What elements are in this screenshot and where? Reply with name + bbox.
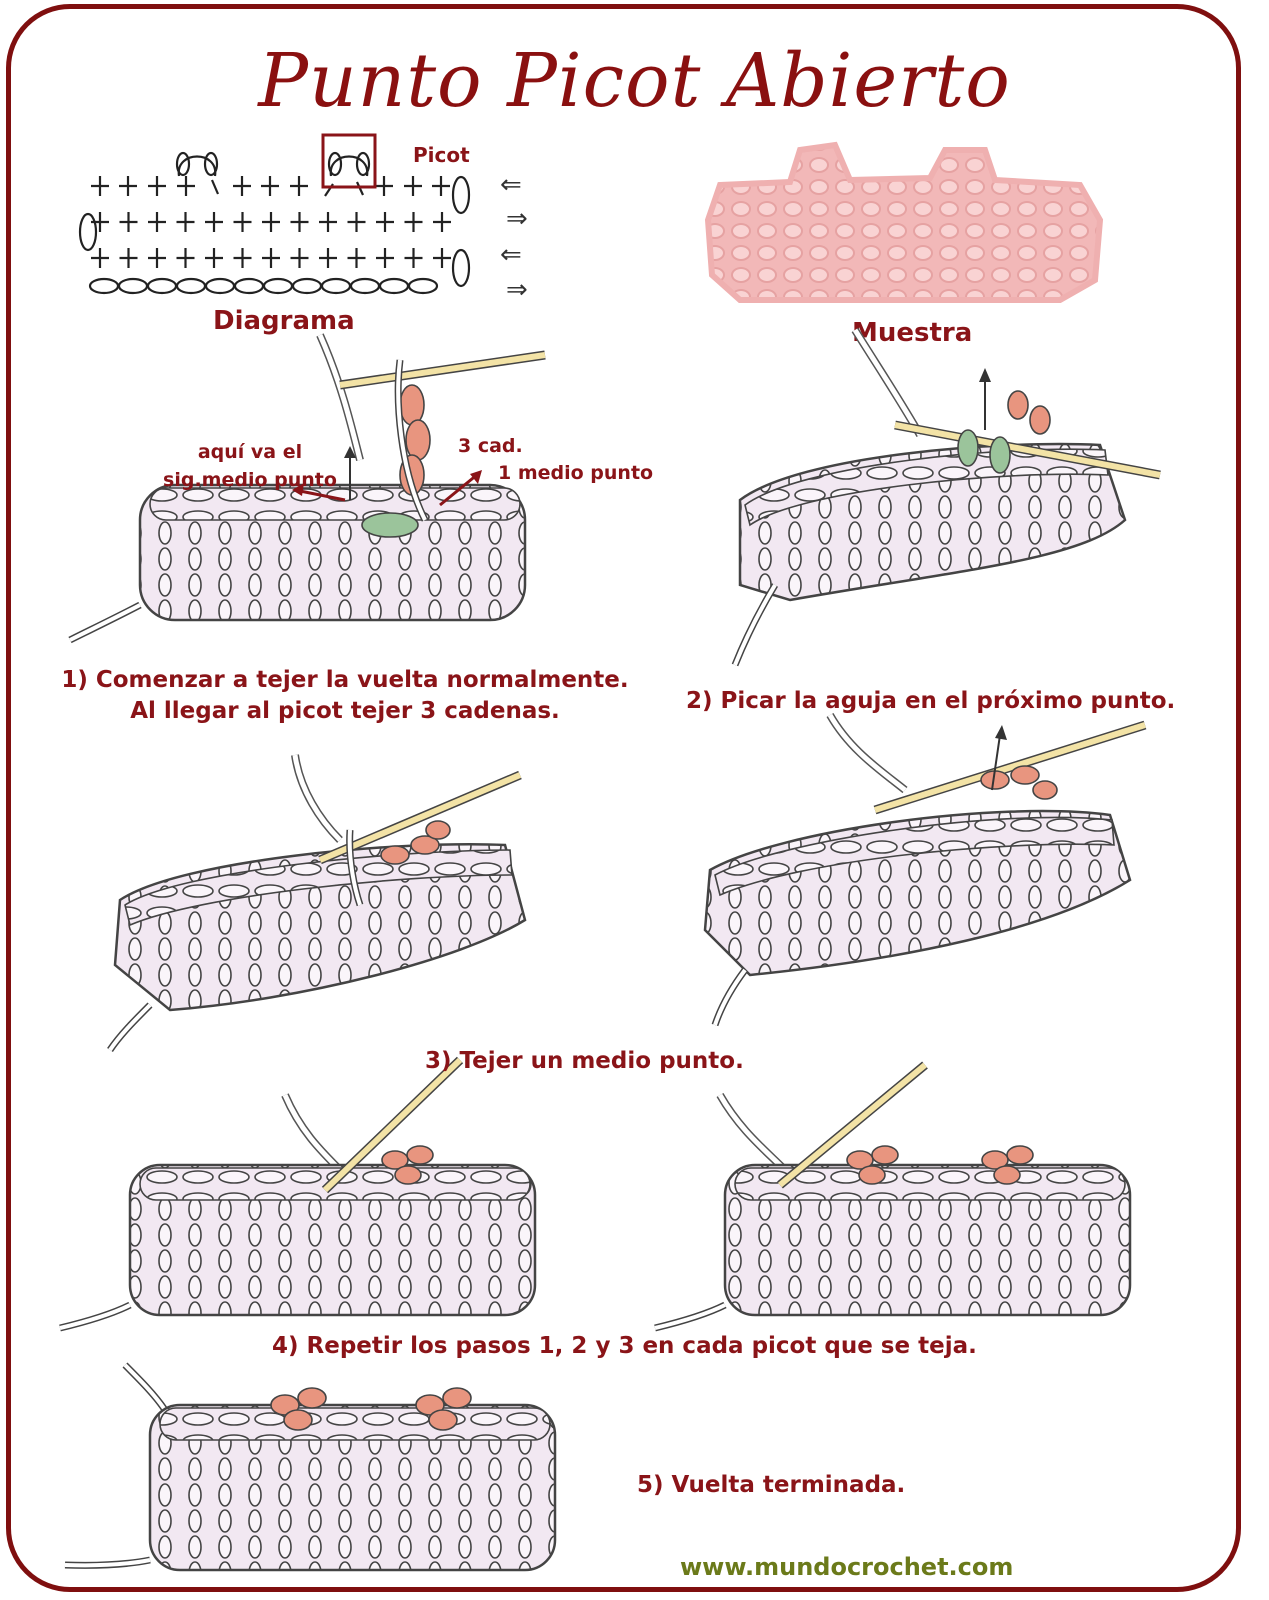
step-1-caption: 1) Comenzar a tejer la vuelta normalment… — [30, 665, 660, 727]
step-4a-illustration — [59, 1056, 537, 1332]
step-4b-illustration — [654, 1061, 1132, 1332]
turning-chain-symbol — [451, 248, 471, 288]
diagram-label: Diagrama — [213, 306, 355, 336]
step-3a-illustration — [107, 754, 527, 1052]
sample-label: Muestra — [852, 318, 973, 348]
chain-stitch-symbol — [407, 277, 439, 295]
picot-symbol — [355, 151, 371, 177]
row-arrow-1: ⇐ — [500, 170, 522, 200]
single-crochet-annotation: 1 medio punto — [498, 462, 654, 484]
slanted-stitch-symbol — [210, 179, 220, 195]
step-1-line-2: Al llegar al picot tejer 3 cadenas. — [130, 698, 560, 724]
row-arrow-4: ⇒ — [506, 275, 528, 305]
picot-label: Picot — [413, 143, 470, 167]
picot-symbol — [203, 151, 219, 177]
picot-symbol — [175, 151, 191, 177]
picot-highlight-box — [321, 133, 377, 189]
next-stitch-annotation: aquí va el sig.medio punto — [160, 438, 340, 494]
sample-swatch-image — [704, 141, 1104, 303]
step-5-caption: 5) Vuelta terminada. — [637, 1472, 906, 1498]
picot-symbol — [177, 155, 217, 177]
website-url: www.mundocrochet.com — [680, 1553, 1014, 1581]
step-1-line-1: 1) Comenzar a tejer la vuelta normalment… — [61, 667, 629, 693]
step-1-illustration — [68, 333, 546, 644]
step-2-illustration — [731, 327, 1161, 667]
step-3-caption: 3) Tejer un medio punto. — [425, 1048, 744, 1074]
step-5-illustration — [64, 1362, 557, 1572]
picot-symbol — [329, 155, 369, 177]
page-title: Punto Picot Abierto — [258, 38, 1011, 124]
step-3b-illustration — [703, 712, 1147, 1027]
next-stitch-line-1: aquí va el — [197, 441, 303, 463]
chains-annotation: 3 cad. — [458, 435, 523, 457]
turning-chain-symbol — [78, 212, 98, 252]
step-2-caption: 2) Picar la aguja en el próximo punto. — [686, 688, 1176, 714]
page-frame — [6, 4, 1241, 1592]
step-4-caption: 4) Repetir los pasos 1, 2 y 3 en cada pi… — [272, 1333, 977, 1359]
row-arrow-3: ⇐ — [500, 240, 522, 270]
next-stitch-line-2: sig.medio punto — [163, 469, 337, 491]
row-arrow-2: ⇒ — [506, 204, 528, 234]
picot-symbol — [327, 151, 343, 177]
turning-chain-symbol — [451, 175, 471, 215]
